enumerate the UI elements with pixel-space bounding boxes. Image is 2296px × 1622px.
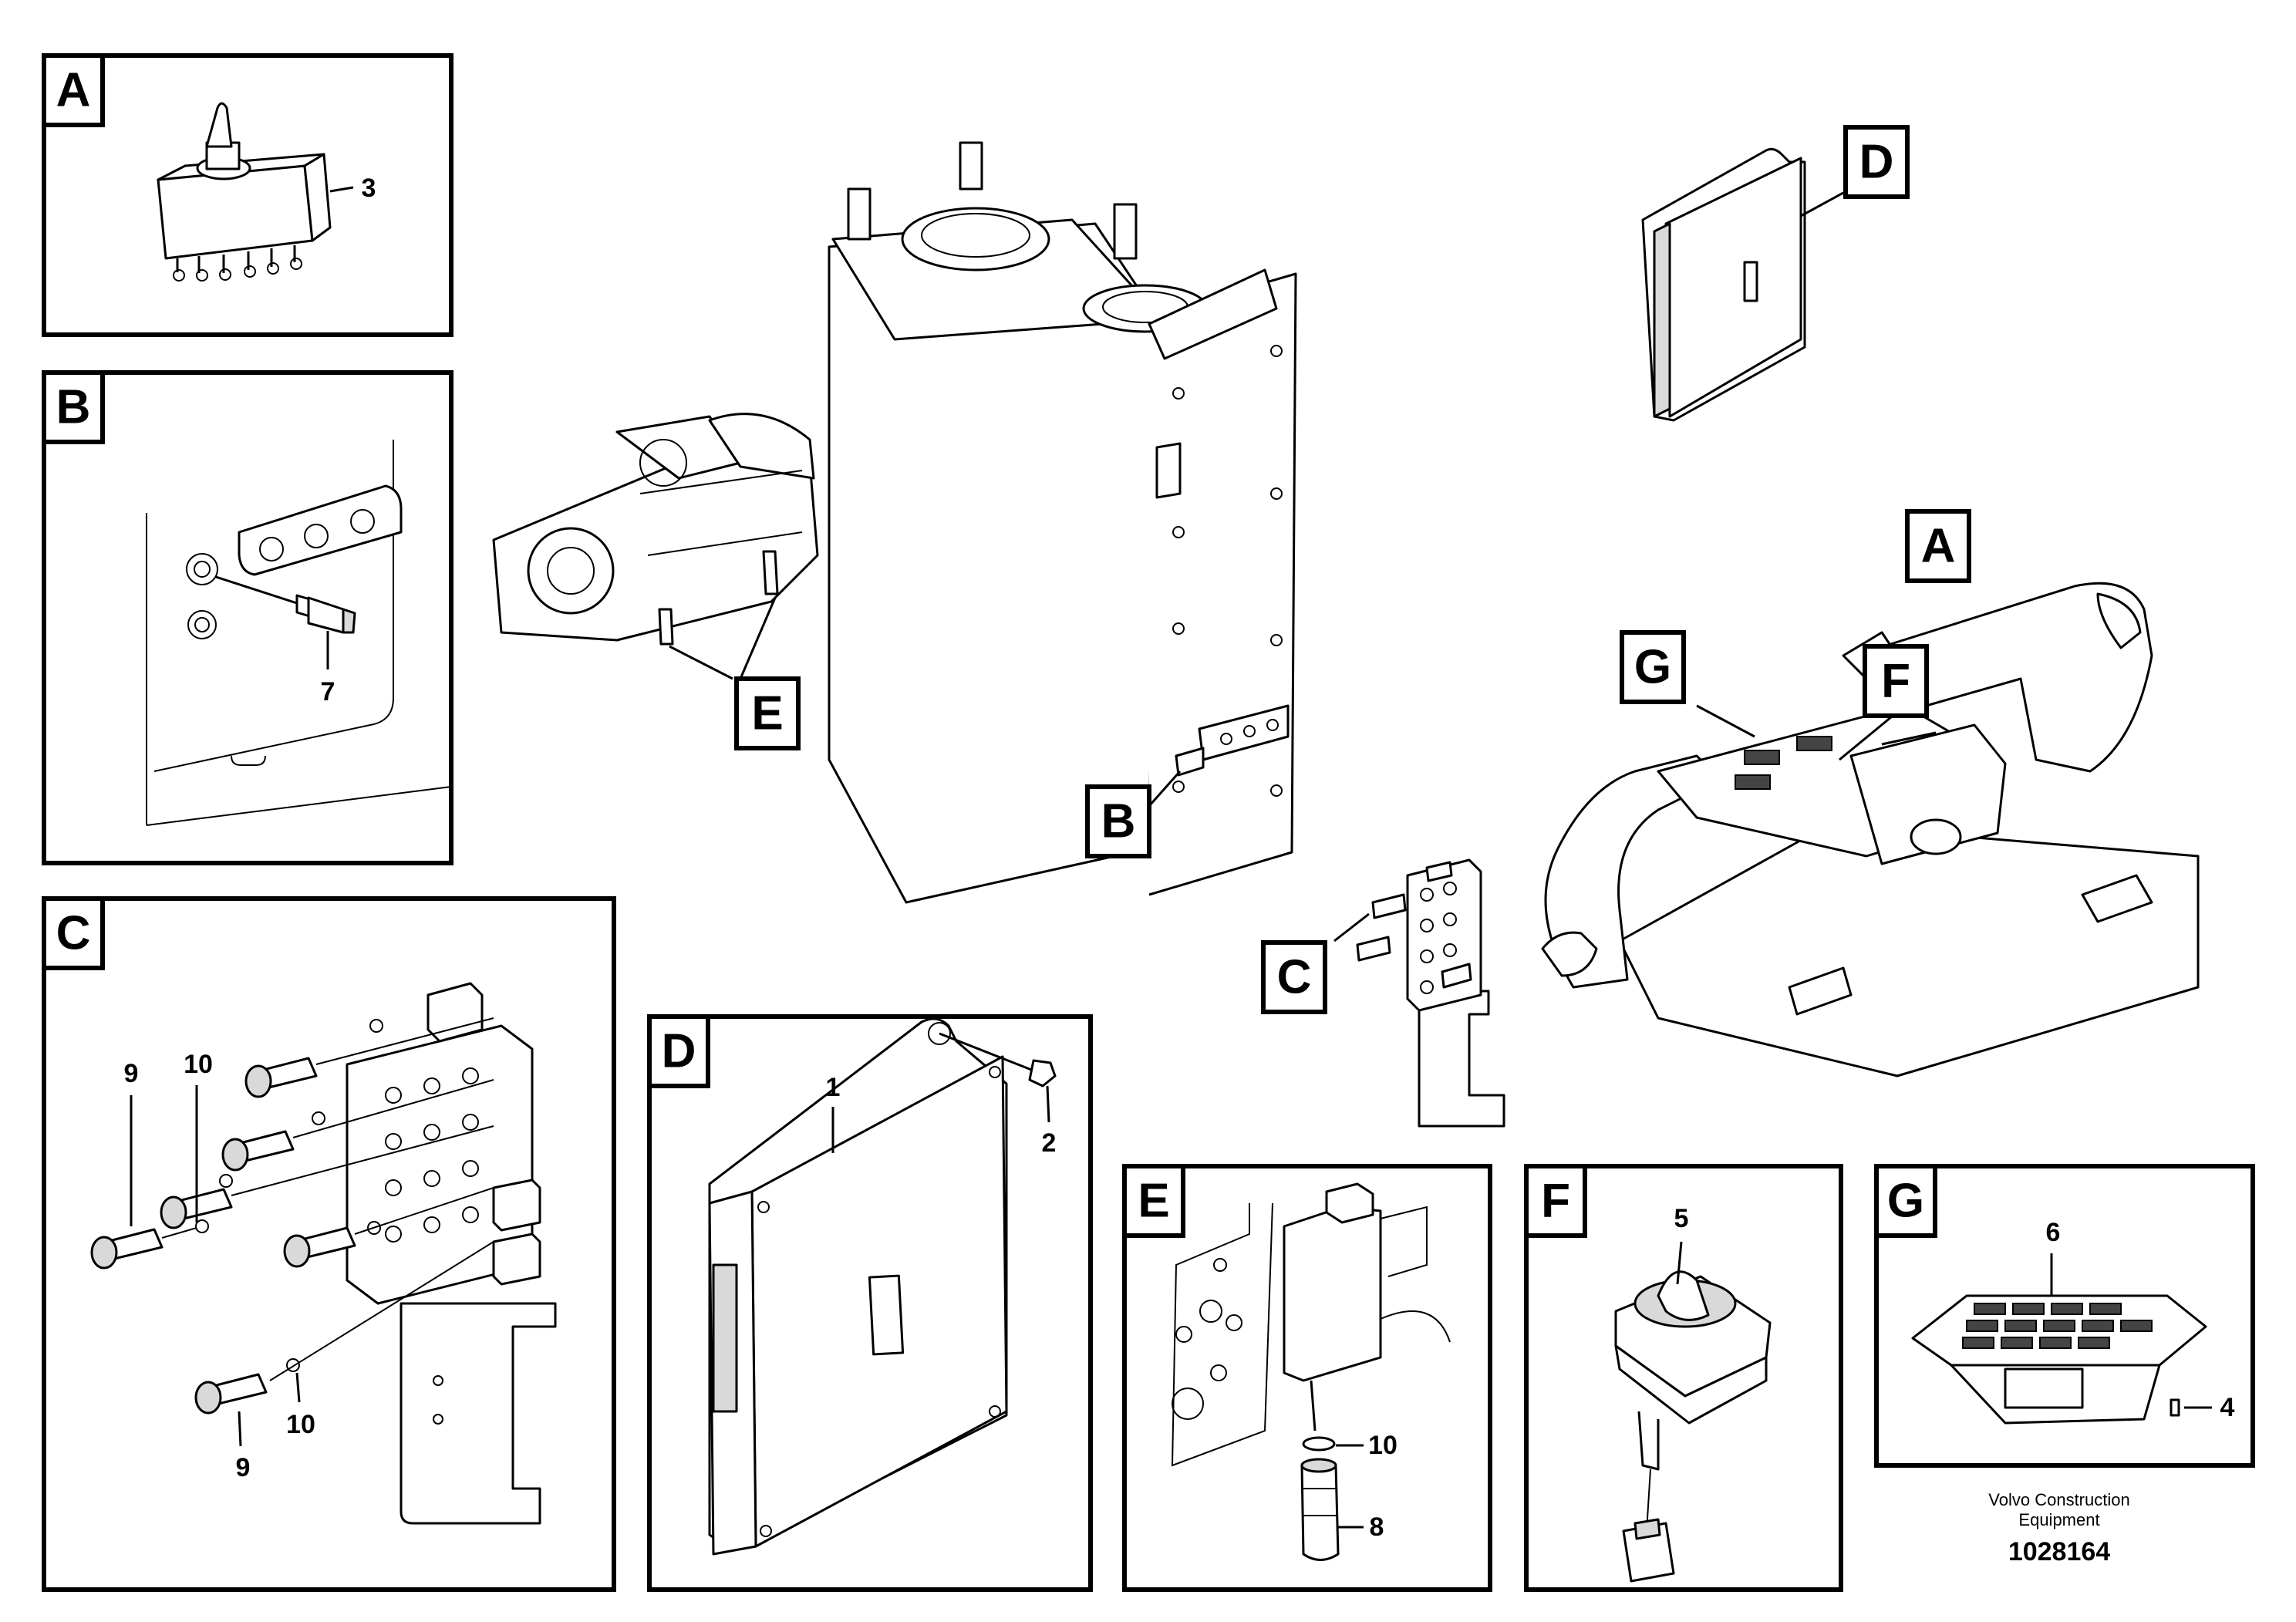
svg-text:C: C — [1277, 951, 1312, 1004]
panel-d-tag: D — [662, 1025, 696, 1078]
rotary-switch-part — [1614, 1270, 1772, 1583]
callout-8: 8 — [1370, 1512, 1384, 1542]
panel-e-tag: E — [1138, 1175, 1169, 1228]
callout-2: 2 — [1042, 1128, 1057, 1158]
panel-a: A 3 — [42, 53, 453, 337]
title-block: Volvo Construction Equipment 1028164 — [1988, 1490, 2129, 1566]
panel-c-tag: C — [56, 907, 91, 960]
overview-tag-a: A — [1905, 509, 1971, 583]
callout-1: 1 — [826, 1073, 841, 1102]
svg-text:F: F — [1881, 655, 1910, 708]
panel-b-tag: B — [56, 381, 91, 434]
pump-body-detail — [1171, 1182, 1451, 1467]
ecu-part — [708, 1017, 1008, 1556]
svg-text:B: B — [1101, 795, 1136, 848]
callout-10-upper: 10 — [184, 1050, 213, 1079]
panel-g: G 6 4 — [1874, 1164, 2255, 1468]
panel-e: E 10 8 — [1122, 1164, 1492, 1592]
hydraulic-pump-overview — [492, 413, 819, 680]
panel-a-tag: A — [56, 64, 91, 117]
panel-d: D 1 2 — [647, 1014, 1093, 1592]
overview-tag-f: F — [1863, 644, 1929, 718]
manifold-block — [346, 982, 557, 1525]
callout-9-upper: 9 — [124, 1059, 139, 1088]
svg-text:A: A — [1921, 520, 1956, 573]
callout-3: 3 — [362, 174, 376, 203]
drawing-number: 1028164 — [2008, 1537, 2110, 1566]
ecu-overview — [1641, 147, 1844, 422]
hydraulic-tank-overview — [828, 141, 1297, 904]
callout-10-lower: 10 — [286, 1410, 315, 1439]
panel-b: B 7 — [42, 370, 453, 865]
overview-tag-g: G — [1620, 630, 1686, 704]
callout-10-e: 10 — [1368, 1431, 1397, 1460]
panel-f: F 5 — [1524, 1164, 1843, 1592]
callout-6: 6 — [2046, 1218, 2061, 1247]
tank-wall-detail — [146, 440, 452, 826]
callout-7: 7 — [321, 677, 335, 706]
panel-c: C — [42, 896, 616, 1592]
svg-text:D: D — [1859, 136, 1894, 189]
overview-tag-d: D — [1843, 125, 1910, 199]
svg-text:E: E — [751, 687, 783, 740]
sensor-part — [215, 575, 356, 634]
callout-4: 4 — [2220, 1393, 2235, 1422]
keypad-part — [1911, 1294, 2207, 1425]
sensor-8-part — [1300, 1458, 1340, 1561]
manifold-overview — [1333, 858, 1505, 1128]
callout-5: 5 — [1674, 1204, 1689, 1233]
overview-tag-b: B — [1085, 784, 1151, 858]
toggle-switch-part — [157, 102, 332, 282]
company-name-line2: Equipment — [2018, 1510, 2099, 1529]
panel-f-tag: F — [1541, 1175, 1570, 1228]
callout-9-lower: 9 — [236, 1453, 251, 1482]
overview-tag-e: E — [734, 676, 801, 750]
overview-tag-c: C — [1261, 940, 1327, 1014]
svg-text:G: G — [1634, 641, 1671, 694]
solenoid-valves — [90, 1017, 494, 1415]
operator-console-overview — [1541, 582, 2200, 1077]
panel-g-tag: G — [1887, 1175, 1924, 1228]
company-name-line1: Volvo Construction — [1988, 1490, 2129, 1509]
